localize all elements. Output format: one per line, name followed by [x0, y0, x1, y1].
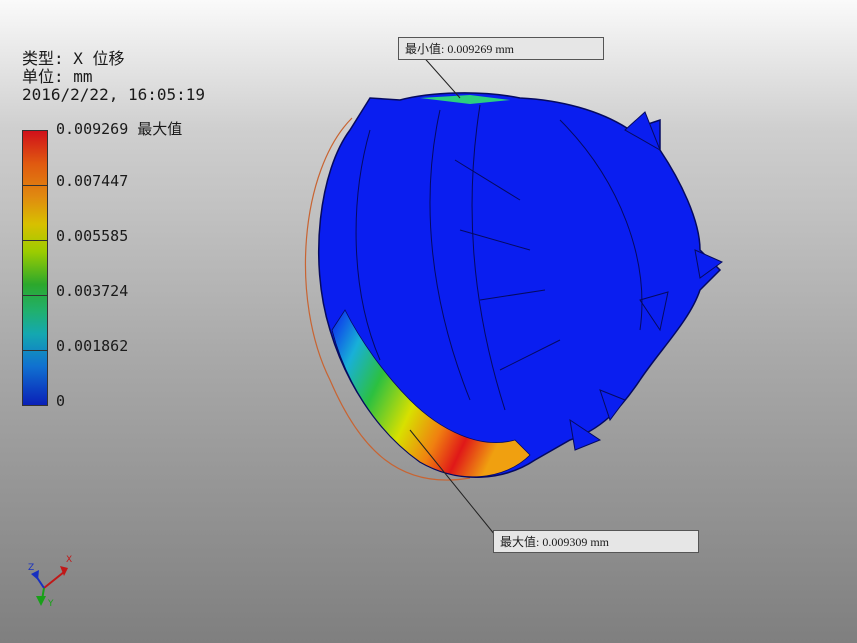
model-tooth	[639, 291, 669, 332]
model-tooth	[569, 418, 602, 451]
model-tooth	[599, 389, 626, 422]
y-axis-label: Y	[47, 599, 54, 608]
timestamp: 2016/2/22, 16:05:19	[22, 85, 206, 104]
legend-tick	[23, 185, 47, 186]
x-axis-arrow	[60, 566, 68, 576]
legend-tick	[23, 240, 47, 241]
model-hotspot	[331, 309, 531, 478]
wireframe-outline	[304, 117, 471, 481]
result-type-label: 类型: X 位移	[22, 49, 125, 68]
x-axis-label: X	[66, 555, 72, 565]
model-tooth	[694, 249, 723, 279]
max-value-callout[interactable]: 最大值: 0.009309 mm	[493, 530, 699, 553]
x-axis-line	[43, 571, 65, 589]
result-info: 类型: X 位移 单位: mm 2016/2/22, 16:05:19	[22, 50, 205, 104]
min-value-callout[interactable]: 最小值: 0.009269 mm	[398, 37, 604, 60]
model-rib-lines	[355, 104, 643, 411]
unit-label: 单位: mm	[22, 67, 93, 86]
model-min-patch	[420, 95, 510, 104]
model-tooth	[624, 111, 661, 152]
axis-triad[interactable]: X Z Y	[22, 548, 82, 608]
legend-label: 0.007447	[56, 172, 129, 190]
legend-label: 0.001862	[56, 337, 129, 355]
max-leader-line	[409, 429, 496, 536]
legend-label-min: 0	[56, 392, 66, 410]
legend-tick	[23, 295, 47, 296]
min-leader-line	[419, 52, 461, 99]
legend-tick	[23, 350, 47, 351]
legend-label: 0.005585	[56, 227, 129, 245]
model-body	[317, 92, 722, 478]
legend-colorbar	[22, 130, 48, 406]
y-axis-arrow	[36, 596, 46, 606]
legend-label-max: 0.009269 最大值	[56, 120, 183, 138]
z-axis-arrow	[31, 570, 39, 580]
z-axis-label: Z	[28, 563, 34, 573]
legend-label: 0.003724	[56, 282, 129, 300]
